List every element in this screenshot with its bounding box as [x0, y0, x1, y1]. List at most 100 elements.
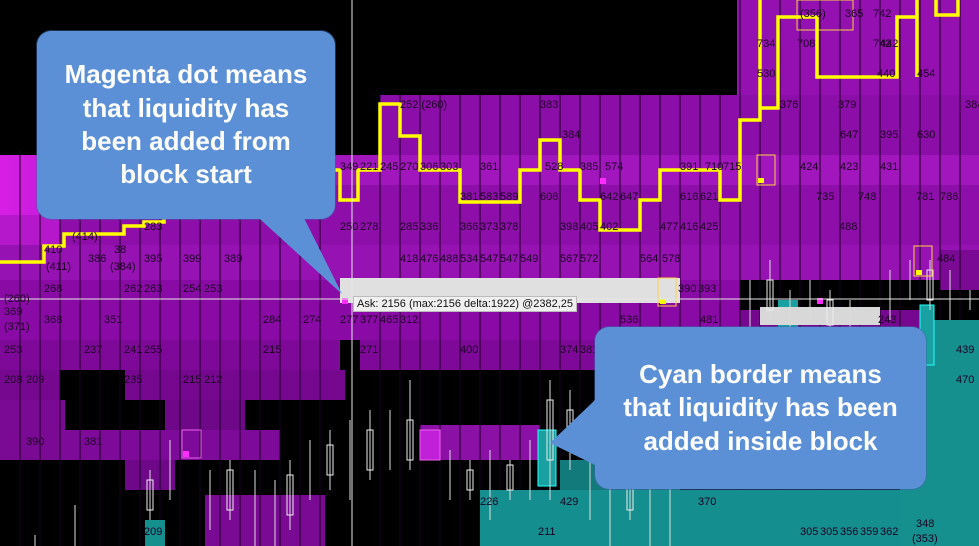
- callout-magenta-dot-text: Magenta dot means that liquidity has bee…: [64, 59, 308, 190]
- volume-label: 748: [858, 191, 876, 203]
- volume-label: 212: [204, 374, 222, 386]
- volume-label: 268: [44, 283, 62, 295]
- volume-label: 477: [660, 221, 678, 233]
- volume-label: 572: [580, 253, 598, 265]
- volume-label: 362: [880, 526, 898, 538]
- volume-label: 250: [340, 221, 358, 233]
- volume-label: 306: [420, 161, 438, 173]
- volume-label: 284: [263, 314, 281, 326]
- volume-label: 400: [460, 344, 478, 356]
- volume-label: 390: [678, 283, 696, 295]
- volume-label: 386: [88, 253, 106, 265]
- price-line-upper: [760, 0, 919, 110]
- volume-label: 253: [4, 344, 22, 356]
- volume-label: (414): [72, 231, 98, 243]
- volume-label: 395: [144, 253, 162, 265]
- volume-label: 221: [360, 161, 378, 173]
- volume-label: 349: [340, 161, 358, 173]
- volume-label: 370: [698, 496, 716, 508]
- volume-label: 488: [440, 253, 458, 265]
- volume-label: 528: [545, 161, 563, 173]
- volume-label: 630: [917, 129, 935, 141]
- volume-label: 642: [600, 191, 618, 203]
- volume-label: 715: [723, 161, 741, 173]
- volume-label: 393: [698, 283, 716, 295]
- volume-label: 373: [480, 221, 498, 233]
- volume-label: 271: [360, 344, 378, 356]
- volume-label: 708: [797, 38, 815, 50]
- volume-label: 534: [460, 253, 478, 265]
- price-line: [0, 0, 762, 264]
- volume-label: 277: [340, 314, 358, 326]
- volume-label: 383: [540, 99, 558, 111]
- volume-label: 465: [380, 314, 398, 326]
- volume-label: 381: [460, 191, 478, 203]
- volume-label: 530: [757, 68, 775, 80]
- volume-label: 440: [877, 68, 895, 80]
- volume-label: 786: [940, 191, 958, 203]
- volume-label: 742: [873, 38, 891, 50]
- volume-label: 405: [580, 221, 598, 233]
- callout-cyan-border-text: Cyan border means that liquidity has bee…: [623, 359, 898, 456]
- volume-label: 348: [916, 518, 934, 530]
- volume-label: 488: [839, 221, 857, 233]
- volume-label: 312: [400, 314, 418, 326]
- callout-magenta-dot: Magenta dot means that liquidity has bee…: [37, 31, 335, 219]
- large-order-row-2[interactable]: [760, 307, 880, 325]
- volume-label: 215: [263, 344, 281, 356]
- volume-label: 536: [620, 314, 638, 326]
- volume-label: 38: [114, 244, 126, 256]
- volume-label: 369: [4, 306, 22, 318]
- volume-label: 606: [540, 191, 558, 203]
- volume-label: 439: [956, 344, 974, 356]
- magenta-block-markers[interactable]: [181, 0, 933, 461]
- price-candles: [34, 260, 971, 546]
- volume-label: 374: [560, 344, 578, 356]
- volume-label: 379: [838, 99, 856, 111]
- volume-label: 378: [500, 221, 518, 233]
- volume-label: 385: [580, 161, 598, 173]
- volume-label: 431: [880, 161, 898, 173]
- volume-label: 384: [562, 129, 580, 141]
- volume-label: 735: [816, 191, 834, 203]
- volume-label: 423: [840, 161, 858, 173]
- volume-label: 253: [204, 283, 222, 295]
- volume-label: (356): [800, 8, 826, 20]
- volume-label: 368: [44, 314, 62, 326]
- volume-label: 241: [124, 344, 142, 356]
- volume-label: 574: [605, 161, 623, 173]
- volume-label: 283: [144, 221, 162, 233]
- price-tooltip: Ask: 2156 (max:2156 delta:1922) @2382,25: [353, 296, 578, 312]
- candle-bodies: [146, 269, 934, 516]
- volume-label: 616: [680, 191, 698, 203]
- volume-label: 366: [460, 221, 478, 233]
- volume-label: 425: [700, 221, 718, 233]
- volume-label: 476: [420, 253, 438, 265]
- volume-label: (371): [4, 321, 30, 333]
- volume-label: 399: [183, 253, 201, 265]
- volume-label: 361: [480, 161, 498, 173]
- volume-label: 454: [917, 68, 935, 80]
- volume-label: 263: [144, 283, 162, 295]
- volume-label: 549: [520, 253, 538, 265]
- volume-label: 416: [680, 221, 698, 233]
- volume-label: 243: [878, 314, 896, 326]
- volume-label: 226: [480, 496, 498, 508]
- volume-label: 351: [104, 314, 122, 326]
- volume-label: 209: [26, 374, 44, 386]
- volume-label: 710: [705, 161, 723, 173]
- price-line-top-right: [934, 0, 960, 17]
- volume-label: 365: [845, 8, 863, 20]
- volume-label: 254: [183, 283, 201, 295]
- volume-label: 305: [800, 526, 818, 538]
- volume-label: 742: [873, 8, 891, 20]
- volume-label: 356: [840, 526, 858, 538]
- volume-label: 381: [84, 436, 102, 448]
- volume-label: 384: [965, 99, 979, 111]
- volume-label: 402: [600, 221, 618, 233]
- volume-label: 245: [380, 161, 398, 173]
- volume-label: 255: [144, 344, 162, 356]
- volume-label: 484: [937, 253, 955, 265]
- volume-label: 262: [124, 283, 142, 295]
